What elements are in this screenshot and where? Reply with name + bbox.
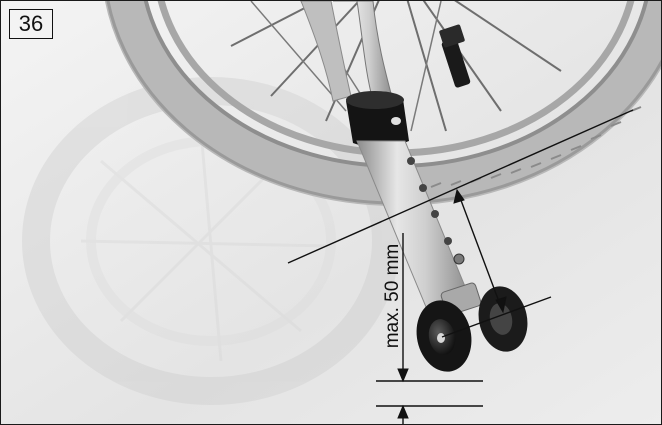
measurement-label-text: max. 50 mm bbox=[382, 243, 403, 349]
figure-number-label: 36 bbox=[9, 9, 53, 39]
measurement-lines bbox=[287, 109, 634, 424]
anti-tip-caster-icon bbox=[300, 1, 528, 372]
